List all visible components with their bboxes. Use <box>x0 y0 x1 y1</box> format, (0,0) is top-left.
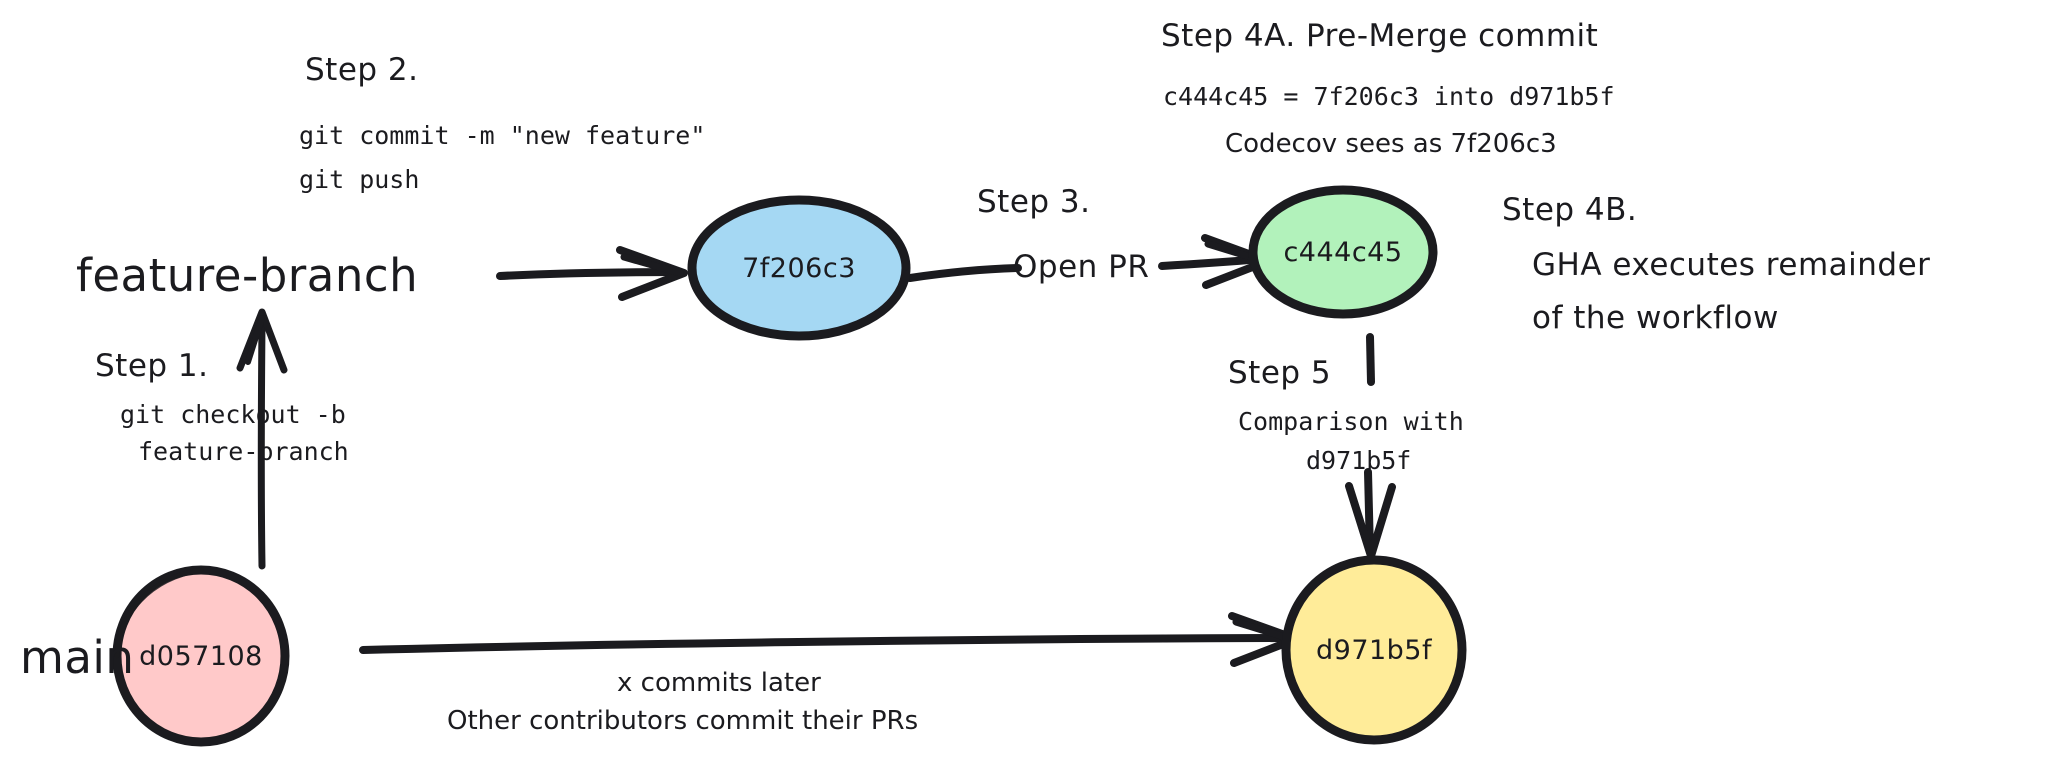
node-label-yellow: d971b5f <box>1286 624 1462 676</box>
step1-line2: feature-branch <box>138 437 349 466</box>
line-blue-to-openpr <box>906 264 1022 282</box>
arrow-feature-to-blue <box>496 246 688 301</box>
node-label-green-text: c444c45 <box>1283 236 1403 268</box>
step2-title: Step 2. <box>305 52 419 88</box>
step2-line2: git push <box>299 165 420 194</box>
node-label-green: c444c45 <box>1253 226 1433 278</box>
node-label-yellow-text: d971b5f <box>1316 634 1432 666</box>
main-note-line1: x commits later <box>617 668 821 698</box>
node-label-pink: d057108 <box>117 630 285 682</box>
step5-line1: Comparison with <box>1238 407 1464 436</box>
node-label-blue: 7f206c3 <box>692 240 906 296</box>
step2-line1: git commit -m "new feature" <box>299 121 706 150</box>
node-label-blue-text: 7f206c3 <box>742 252 856 284</box>
main-note-line2: Other contributors commit their PRs <box>447 706 919 736</box>
node-label-pink-text: d057108 <box>139 640 263 672</box>
step5-title: Step 5 <box>1228 355 1332 391</box>
step4a-title: Step 4A. Pre-Merge commit <box>1161 18 1599 54</box>
step4b-title: Step 4B. <box>1502 192 1638 228</box>
step1-title: Step 1. <box>95 348 209 384</box>
arrow-pink-to-yellow <box>359 612 1300 667</box>
branch-label-feature-branch: feature-branch <box>76 249 419 302</box>
step4a-line2: Codecov sees as 7f206c3 <box>1225 129 1557 159</box>
step3-title: Step 3. <box>977 184 1091 220</box>
step4a-line1: c444c45 = 7f206c3 into d971b5f <box>1163 82 1615 111</box>
step4b-line2: of the workflow <box>1532 300 1779 336</box>
step5-line2: d971b5f <box>1306 446 1412 475</box>
step3-line1: Open PR <box>1013 249 1150 285</box>
step1-line1: git checkout -b <box>120 400 346 429</box>
step4b-line1: GHA executes remainder <box>1532 247 1931 283</box>
branch-label-main: main <box>20 631 135 684</box>
